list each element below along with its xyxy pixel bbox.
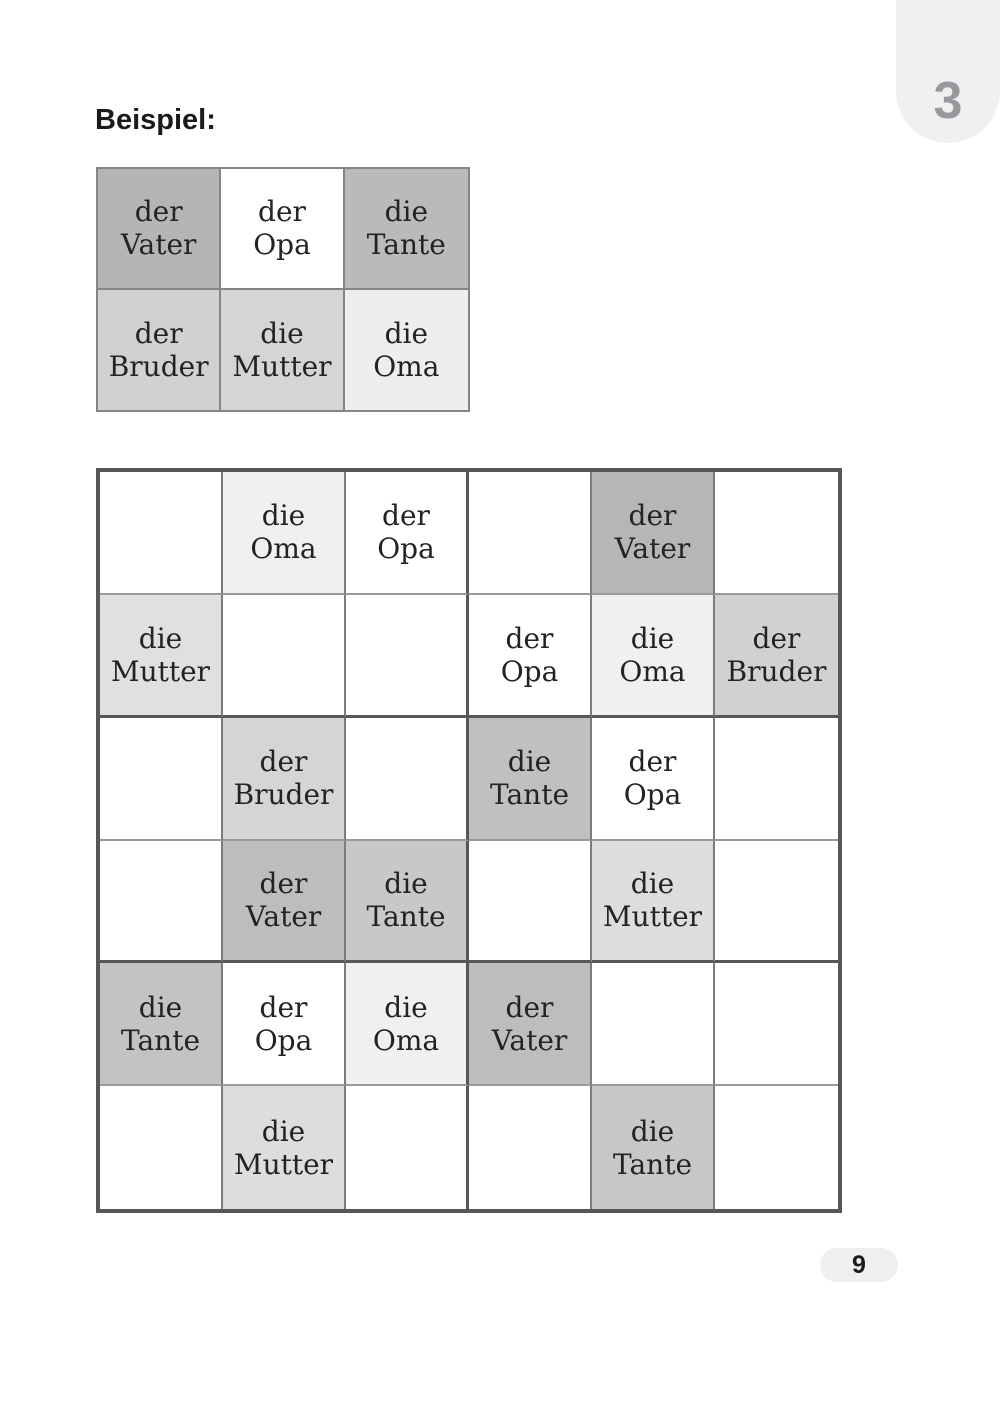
puzzle-cell-r1c5: der Vater	[592, 472, 715, 595]
puzzle-cell-r4c6	[715, 840, 838, 964]
puzzle-cell-r6c5: die Tante	[592, 1086, 715, 1209]
example-cell-r2c2: die Mutter	[221, 289, 345, 410]
puzzle-cell-r1c3: der Opa	[346, 472, 469, 595]
chapter-number: 3	[933, 72, 963, 130]
puzzle-cell-r1c4	[469, 472, 592, 595]
puzzle-cell-r2c1: die Mutter	[100, 594, 223, 718]
puzzle-cell-r5c4: der Vater	[469, 963, 592, 1087]
puzzle-cell-r3c2: der Bruder	[223, 717, 346, 841]
puzzle-cell-r5c5	[592, 963, 715, 1087]
puzzle-cell-r3c6	[715, 717, 838, 841]
puzzle-cell-r6c2: die Mutter	[223, 1086, 346, 1209]
puzzle-cell-r3c1	[100, 717, 223, 841]
puzzle-cell-r4c5: die Mutter	[592, 840, 715, 964]
chapter-tab: 3	[896, 0, 1000, 143]
puzzle-cell-r6c1	[100, 1086, 223, 1209]
section-heading: Beispiel:	[95, 104, 216, 136]
puzzle-cell-r5c3: die Oma	[346, 963, 469, 1087]
puzzle-cell-r3c5: der Opa	[592, 717, 715, 841]
puzzle-grid: die Oma der Opa der Vater die Mutter der…	[96, 468, 842, 1213]
puzzle-cell-r5c2: der Opa	[223, 963, 346, 1087]
puzzle-cell-r5c6	[715, 963, 838, 1087]
puzzle-cell-r3c3	[346, 717, 469, 841]
puzzle-cell-r2c3	[346, 594, 469, 718]
puzzle-cell-r4c4	[469, 840, 592, 964]
puzzle-cell-r1c2: die Oma	[223, 472, 346, 595]
example-grid: der Vater der Opa die Tante der Bruder d…	[96, 167, 470, 412]
example-cell-r2c3: die Oma	[344, 289, 468, 410]
puzzle-cell-r1c6	[715, 472, 838, 595]
example-cell-r1c3: die Tante	[344, 169, 468, 290]
puzzle-cell-r5c1: die Tante	[100, 963, 223, 1087]
puzzle-cell-r2c4: der Opa	[469, 594, 592, 718]
puzzle-cell-r4c3: die Tante	[346, 840, 469, 964]
page-number: 9	[852, 1250, 866, 1279]
puzzle-cell-r2c6: der Bruder	[715, 594, 838, 718]
example-cell-r1c1: der Vater	[98, 169, 222, 290]
puzzle-cell-r4c2: der Vater	[223, 840, 346, 964]
puzzle-cell-r3c4: die Tante	[469, 717, 592, 841]
puzzle-cell-r6c4	[469, 1086, 592, 1209]
puzzle-cell-r6c3	[346, 1086, 469, 1209]
page-number-pill: 9	[820, 1248, 898, 1282]
puzzle-cell-r1c1	[100, 472, 223, 595]
example-cell-r2c1: der Bruder	[98, 289, 222, 410]
example-cell-r1c2: der Opa	[221, 169, 345, 290]
puzzle-cell-r2c5: die Oma	[592, 594, 715, 718]
puzzle-cell-r6c6	[715, 1086, 838, 1209]
puzzle-cell-r4c1	[100, 840, 223, 964]
puzzle-cell-r2c2	[223, 594, 346, 718]
